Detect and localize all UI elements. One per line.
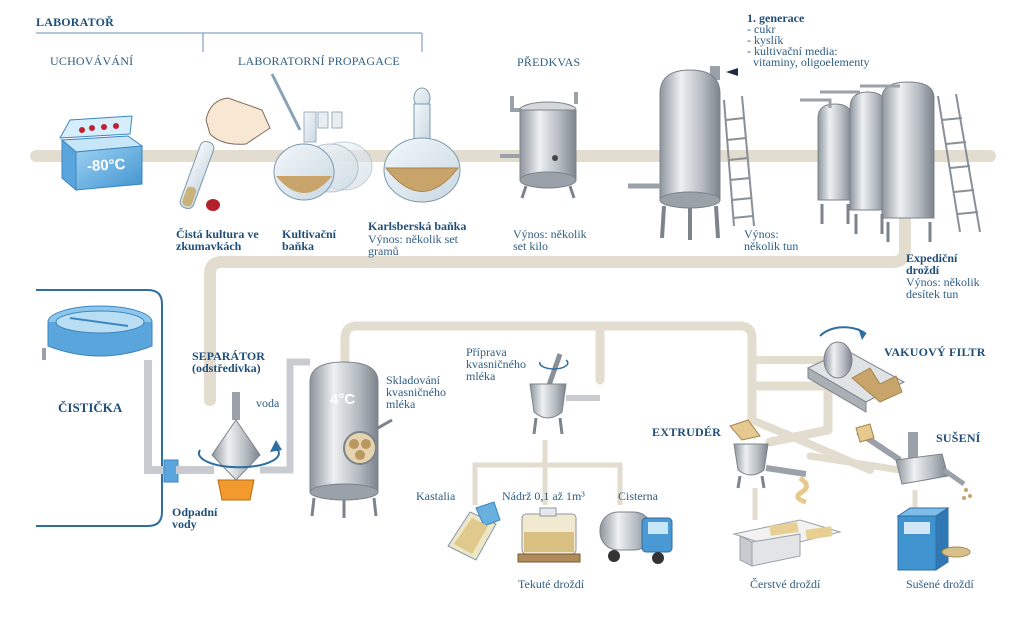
dry-yeast-package-icon	[896, 507, 971, 571]
distribution-pipes	[472, 440, 918, 520]
separator-icon	[176, 358, 310, 501]
label-separator: SEPARÁTOR (odstředivka)	[192, 349, 265, 375]
label-dry-yeast: Sušené droždí	[906, 577, 974, 591]
dryer-icon	[855, 423, 972, 500]
label-liquid-yeast: Tekuté droždí	[518, 577, 585, 591]
label-milk-preparation: Příprava kvasničného mléka	[466, 345, 526, 383]
predkvas-tank-icon	[500, 92, 578, 199]
label-fresh-yeast: Čerstvé droždí	[750, 577, 821, 591]
label-predkvas-yield: Výnos: několik set kilo	[513, 227, 587, 253]
label-first-gen-yield: Výnos: několik tun	[744, 227, 799, 253]
karlsberg-flask-icon	[383, 87, 461, 203]
container-tank-icon	[517, 507, 581, 563]
storage-tank-icon	[309, 361, 393, 518]
label-vacuum-filter: VAKUOVÝ FILTR	[884, 345, 986, 359]
header-bracket	[36, 32, 423, 52]
label-first-generation: 1. generace	[747, 11, 805, 25]
kastalia-bag-icon	[447, 501, 501, 561]
label-pure-culture: Čistá kultura ve zkumavkách	[176, 227, 259, 253]
label-extruder: EXTRUDÉR	[652, 425, 721, 439]
label-expedition-yeast: Expediční droždí	[906, 251, 958, 277]
label-container-tank: Nádrž 0,1 až 1m³	[502, 489, 585, 503]
vacuum-filter-icon	[806, 326, 906, 413]
label-generation-inputs: - cukr - kyslík - kultivační media: vita…	[747, 22, 870, 69]
label-cisticka: ČISTIČKA	[58, 400, 123, 415]
pipe-network	[30, 150, 996, 474]
test-tube-icon	[179, 140, 220, 211]
label-laboratorni-propagace: LABORATORNÍ PROPAGACE	[238, 54, 400, 68]
treatment-tank-icon	[42, 305, 179, 483]
first-generation-fermenter-icon	[628, 66, 755, 240]
tanker-truck-icon	[599, 511, 673, 564]
label-expedition-yield: Výnos: několik desítek tun	[906, 275, 980, 301]
label-laborator: LABORATOŘ	[36, 15, 115, 29]
label-drying: SUŠENÍ	[936, 431, 981, 445]
cisticka-frame	[36, 289, 163, 527]
label-kastalia: Kastalia	[416, 489, 456, 503]
label-waste-water: Odpadní vody	[172, 505, 218, 531]
label-karlsberg-yield: Výnos: několik set gramů	[368, 232, 458, 258]
freezer-icon	[59, 115, 144, 192]
mixer-tank-icon	[529, 353, 600, 435]
culture-flask-icon	[273, 111, 373, 201]
hand-icon	[205, 73, 302, 145]
label-water: voda	[256, 396, 280, 410]
extruder-icon	[729, 419, 809, 505]
expedition-fermenters-icon	[800, 81, 981, 242]
label-karlsberg-flask: Karlsberská baňka	[368, 219, 467, 233]
label-predkvas: PŘEDKVAS	[517, 55, 581, 69]
fresh-yeast-block-icon	[732, 519, 842, 567]
label-culture-flask: Kultivační baňka	[282, 227, 337, 253]
label-uchovavani: UCHOVÁVÁNÍ	[50, 54, 134, 68]
storage-temperature: 4°C	[330, 391, 356, 408]
label-milk-storage: Skladování kvasničného mléka	[386, 373, 446, 411]
label-tanker: Cisterna	[618, 489, 658, 503]
freezer-temperature: -80°C	[86, 156, 126, 175]
